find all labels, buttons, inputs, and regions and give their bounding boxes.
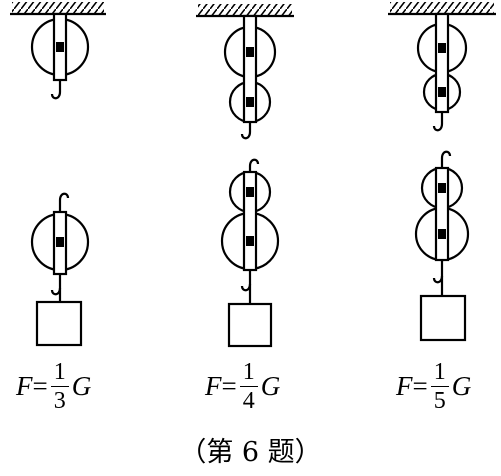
fixed-axle-large-3: [438, 43, 446, 53]
equals-sign: =: [32, 371, 48, 401]
movable-axle-small-2: [246, 187, 254, 197]
movable-hook-top-3: [440, 150, 452, 168]
weight-symbol: G: [260, 371, 281, 401]
fraction-denominator: 4: [242, 388, 255, 414]
weight-symbol: G: [451, 371, 472, 401]
weight-block-3: [419, 294, 467, 342]
formula-2: F = 1 4 G: [205, 360, 280, 413]
ceiling-hatch-2: [198, 4, 292, 16]
weight-symbol: G: [71, 371, 92, 401]
fixed-axle-large-2: [246, 47, 254, 57]
fraction-numerator: 1: [50, 360, 69, 387]
fraction-numerator: 1: [239, 360, 258, 387]
figure-caption: （第 6 题）: [179, 437, 322, 468]
movable-frame-3: [434, 166, 450, 262]
movable-hook-top-1: [58, 192, 70, 212]
fraction: 1 5: [430, 360, 449, 414]
ceiling-hatch-1: [12, 2, 104, 14]
force-symbol: F: [396, 371, 413, 401]
fraction-numerator: 1: [430, 360, 449, 387]
fixed-axle-1: [56, 42, 64, 52]
fixed-hook-2: [240, 122, 252, 140]
pulley-system-2: [196, 4, 294, 348]
fixed-axle-small-3: [438, 87, 446, 97]
fixed-hook-1: [50, 80, 62, 100]
movable-hook-bottom-3: [432, 260, 444, 284]
weight-block-2: [227, 302, 273, 348]
ceiling-hatch-3: [390, 2, 494, 14]
fixed-frame-3: [434, 12, 450, 114]
pulley-system-1: [10, 2, 106, 347]
equals-sign: =: [412, 371, 428, 401]
force-symbol: F: [205, 371, 222, 401]
movable-axle-large-2: [246, 236, 254, 246]
equals-sign: =: [221, 371, 237, 401]
fixed-hook-3: [432, 112, 444, 132]
force-symbol: F: [16, 371, 33, 401]
weight-block-1: [35, 300, 83, 347]
fraction-denominator: 5: [433, 388, 446, 414]
formula-1: F = 1 3 G: [16, 360, 91, 413]
movable-axle-1: [56, 237, 64, 247]
movable-hook-bottom-1: [50, 274, 62, 296]
movable-axle-small-3: [438, 183, 446, 193]
formula-3: F = 1 5 G: [396, 360, 471, 413]
fraction: 1 3: [50, 360, 69, 414]
movable-axle-large-3: [438, 229, 446, 239]
movable-hook-bottom-2: [240, 270, 252, 292]
movable-hook-top-2: [248, 158, 260, 172]
fraction: 1 4: [239, 360, 258, 414]
movable-frame-2: [242, 170, 258, 272]
fixed-axle-small-2: [246, 97, 254, 107]
pulley-system-3: [388, 2, 496, 342]
fraction-denominator: 3: [53, 388, 66, 414]
